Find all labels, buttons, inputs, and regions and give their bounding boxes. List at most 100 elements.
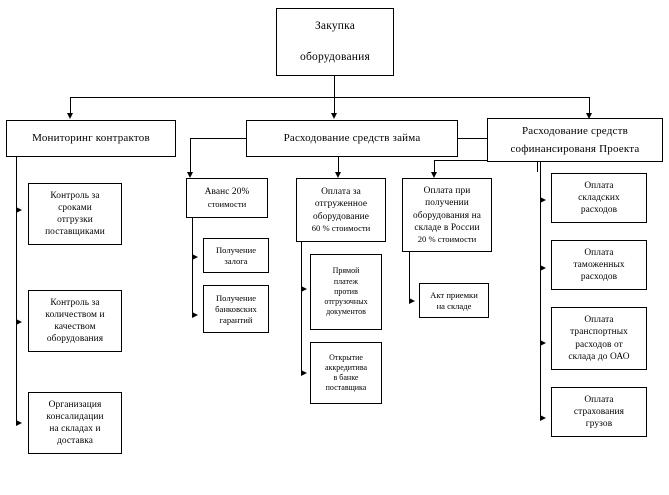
node-line: аккредитива [324,362,368,372]
node-cofinance-child-4[interactable]: Оплата страхования грузов [551,387,647,437]
node-line: оборудования на [412,210,482,221]
node-line: доставка [56,436,94,447]
node-monitoring-contracts[interactable]: Мониторинг контрактов [6,120,176,157]
node-line: Организация [48,399,102,410]
node-monitoring-line1: Мониторинг контрактов [32,132,150,145]
node-payment-shipped-equipment[interactable]: Оплата за отгруженное оборудование 60 % … [296,178,386,242]
node-line: Аванс 20% [204,187,250,198]
connector-loan-left-drop [190,138,191,172]
node-loan-advance[interactable]: Аванс 20% стоимости [186,178,268,218]
node-line: банковских [215,303,257,314]
node-line: против [334,286,358,296]
node-line: отгрузочных [324,297,368,307]
arrow-monitoring-child3-icon [16,420,22,426]
node-line: документов [326,307,366,317]
node-line: качеством [54,322,96,332]
node-line: Контроль за [50,190,100,201]
node-line: Открытие [329,352,363,362]
node-monitoring-child-1[interactable]: Контроль за сроками отгрузки поставщикам… [28,183,122,245]
node-line: поставщика [325,383,367,393]
node-line: склада до ОАО [568,351,630,362]
node-root-purchase[interactable]: Закупка оборудования [276,8,394,76]
connector-root-stem [334,76,335,97]
node-root-line1: Закупка [314,20,356,33]
node-line: отгруженное [314,199,368,210]
node-line: Оплата [584,315,614,326]
node-cofinance-line2: софинансированя Проекта [510,142,640,155]
node-monitoring-child-3[interactable]: Организация консалидации на складах и до… [28,392,122,454]
arrow-loan-branch-c-icon [431,172,437,178]
connector-branch-c-spine [409,252,410,302]
arrow-to-cofinance-icon [586,113,592,119]
node-letter-of-credit[interactable]: Открытие аккредитива в банке поставщика [310,342,382,404]
arrow-cofinance-child2-icon [540,265,546,271]
connector-branch-a-spine [192,218,193,316]
node-cofinance-funds[interactable]: Расходование средств софинансированя Про… [487,118,663,162]
arrow-loan-branch-a-icon [187,172,193,178]
node-direct-payment[interactable]: Прямой платеж против отгрузочных докумен… [310,254,382,330]
connector-cofinance-spine [540,162,541,418]
connector-loan-center-drop [338,157,339,172]
arrow-monitoring-child2-icon [16,319,22,325]
node-line: 20 % стоимости [417,233,477,244]
arrow-loan-branch-b-icon [335,172,341,178]
node-line: стоимости [207,198,247,209]
arrow-monitoring-child1-icon [16,207,22,213]
node-monitoring-child-2[interactable]: Контроль за количеством и качеством обор… [28,290,122,352]
node-line: Контроль за [50,297,100,308]
node-line: Оплата [584,180,614,191]
node-line: Оплата [584,394,614,405]
node-loan-line1: Расходование средств займа [283,132,421,145]
node-line: в банке [333,373,359,382]
node-line: платеж [333,276,359,286]
node-line: Оплата при [423,186,471,197]
node-cofinance-child-1[interactable]: Оплата складских расходов [551,173,647,223]
arrow-cofinance-child1-icon [540,197,546,203]
arrow-to-loan-icon [331,113,337,119]
node-line: консалидации [46,411,104,422]
node-bank-guarantee-receipt[interactable]: Получение банковских гарантий [203,285,269,333]
node-line: складе в России [414,222,480,233]
connector-branch-b-spine [301,242,302,374]
node-line: складских [578,192,620,203]
node-line: Оплата за [321,187,361,198]
arrow-cofinance-child4-icon [540,415,546,421]
arrow-branch-a-child1-icon [192,254,198,260]
arrow-branch-b-child1-icon [301,286,307,292]
node-root-line2: оборудования [300,51,370,63]
arrow-branch-b-child2-icon [301,370,307,376]
connector-loan-left-wing [190,138,246,139]
node-line: сроками [58,202,92,213]
node-cofinance-child-3[interactable]: Оплата транспортных расходов от склада д… [551,307,647,370]
connector-to-monitoring [70,97,71,113]
node-line: оборудование [312,211,370,222]
arrow-to-monitoring-icon [67,113,73,119]
node-line: гарантий [219,314,253,325]
node-cofinance-child-2[interactable]: Оплата таможенных расходов [551,240,647,290]
node-line: страхования [573,406,625,417]
node-line: залога [224,255,248,266]
node-line: поставщиками [45,227,105,238]
node-line: грузов [585,419,613,430]
node-payment-on-receipt[interactable]: Оплата при получении оборудования на скл… [402,178,492,252]
node-line: транспортных [570,327,628,338]
node-collateral-receipt[interactable]: Получение залога [203,238,269,273]
connector-loan-c-drop [434,160,435,172]
node-line: Акт приемки [430,289,478,300]
node-cofinance-line1: Расходование средств [521,125,629,138]
arrow-branch-a-child2-icon [192,312,198,318]
node-line: расходов [580,272,618,283]
node-line: Оплата [584,247,614,258]
connector-monitoring-spine [16,157,17,423]
node-line: отгрузки [57,215,93,225]
node-loan-funds[interactable]: Расходование средств займа [246,120,458,157]
arrow-branch-c-child1-icon [409,298,415,304]
connector-root-bus [70,97,589,98]
node-line: количеством и [45,309,105,320]
node-line: Получение [215,244,257,255]
node-line: Получение [215,292,257,303]
node-warehouse-acceptance-act[interactable]: Акт приемки на складе [419,283,489,318]
connector-loan-c-link [434,160,538,161]
node-line: 60 % стоимости [311,222,371,233]
